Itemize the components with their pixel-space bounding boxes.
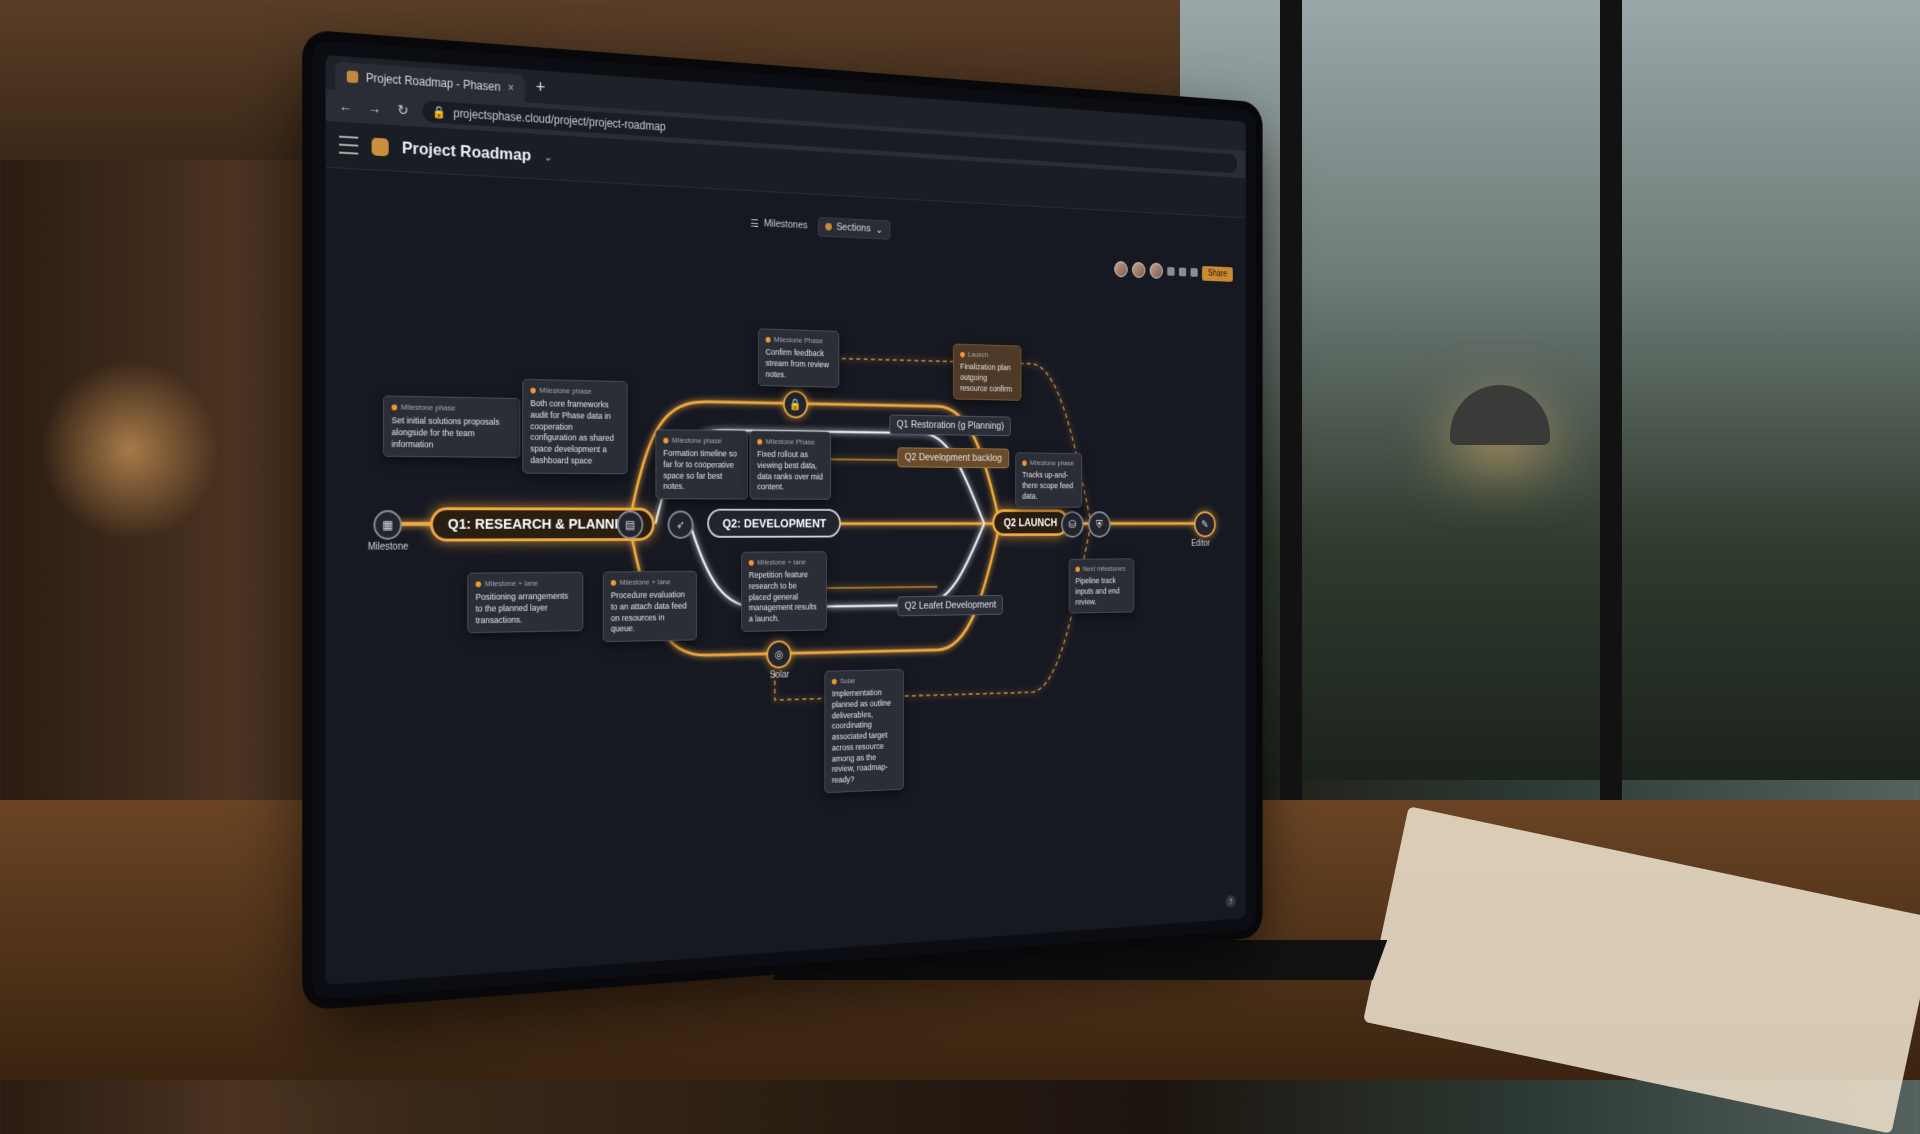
list-icon: ☰ bbox=[750, 217, 759, 230]
back-icon[interactable]: ← bbox=[339, 97, 353, 115]
chevron-down-icon: ⌄ bbox=[875, 223, 883, 236]
window-frame bbox=[1280, 0, 1302, 820]
forward-icon[interactable]: → bbox=[367, 99, 382, 117]
reload-icon[interactable]: ↻ bbox=[397, 101, 409, 118]
window-palms bbox=[1180, 0, 1920, 820]
avatar[interactable] bbox=[1149, 262, 1164, 279]
screen: Project Roadmap - Phasen × + ← → ↻ 🔒 pro… bbox=[325, 54, 1246, 986]
close-tab-icon[interactable]: × bbox=[507, 80, 515, 95]
phase-q2-development[interactable]: Q2: DEVELOPMENT bbox=[707, 508, 842, 538]
milestones-view[interactable]: ☰ Milestones bbox=[750, 217, 807, 232]
menu-icon[interactable] bbox=[339, 135, 359, 155]
section-icon bbox=[824, 222, 832, 231]
avatar[interactable] bbox=[1114, 261, 1128, 278]
end-label: Editor bbox=[1191, 538, 1211, 549]
document-icon[interactable] bbox=[1179, 267, 1187, 277]
sections-value: Sections bbox=[836, 221, 871, 235]
roadmap-canvas[interactable]: ▦ Milestone Q1: RESEARCH & PLANNING ▤ ➶ … bbox=[326, 245, 1246, 985]
lock-icon: 🔒 bbox=[431, 104, 446, 120]
filter-icon[interactable] bbox=[1167, 266, 1175, 276]
rocket-node-icon[interactable]: ➶ bbox=[667, 510, 694, 539]
share-button[interactable]: Share bbox=[1202, 265, 1233, 282]
solar-label: Solar bbox=[769, 669, 790, 681]
avatar[interactable] bbox=[1132, 261, 1146, 279]
editor-node-icon[interactable]: ✎ bbox=[1194, 511, 1216, 538]
monitor: Project Roadmap - Phasen × + ← → ↻ 🔒 pro… bbox=[312, 40, 1256, 1000]
tag-q2-leaflet[interactable]: Q2 Leafet Development bbox=[897, 594, 1004, 617]
sections-dropdown[interactable]: Sections ⌄ bbox=[817, 216, 891, 240]
app-title[interactable]: Project Roadmap bbox=[401, 138, 532, 165]
tab-title: Project Roadmap - Phasen bbox=[365, 70, 501, 94]
url-text: projectsphase.cloud/project/project-road… bbox=[453, 106, 666, 134]
milestones-label: Milestones bbox=[763, 217, 808, 232]
app-logo-icon bbox=[371, 137, 389, 157]
background-lamp bbox=[40, 360, 220, 540]
phase-q2-launch[interactable]: Q2 LAUNCH bbox=[992, 509, 1069, 537]
document-node-icon[interactable]: ▤ bbox=[616, 510, 644, 540]
database-node-icon[interactable]: ⛁ bbox=[1061, 511, 1084, 538]
chevron-down-icon[interactable]: ⌄ bbox=[543, 149, 553, 164]
shield-node-icon[interactable]: ⛨ bbox=[1088, 511, 1111, 538]
tag-q1-restoration[interactable]: Q1 Restoration (g Planning) bbox=[889, 414, 1011, 437]
start-label: Milestone bbox=[367, 541, 409, 553]
tag-q2-backlog[interactable]: Q2 Development backlog bbox=[897, 447, 1009, 469]
lock-node-icon[interactable]: 🔒 bbox=[783, 390, 808, 419]
settings-icon[interactable] bbox=[1190, 267, 1198, 277]
favicon-icon bbox=[346, 70, 359, 84]
window-frame bbox=[1600, 0, 1622, 820]
new-tab-button[interactable]: + bbox=[535, 77, 546, 97]
milestone-start-icon[interactable]: ▦ bbox=[373, 510, 402, 540]
